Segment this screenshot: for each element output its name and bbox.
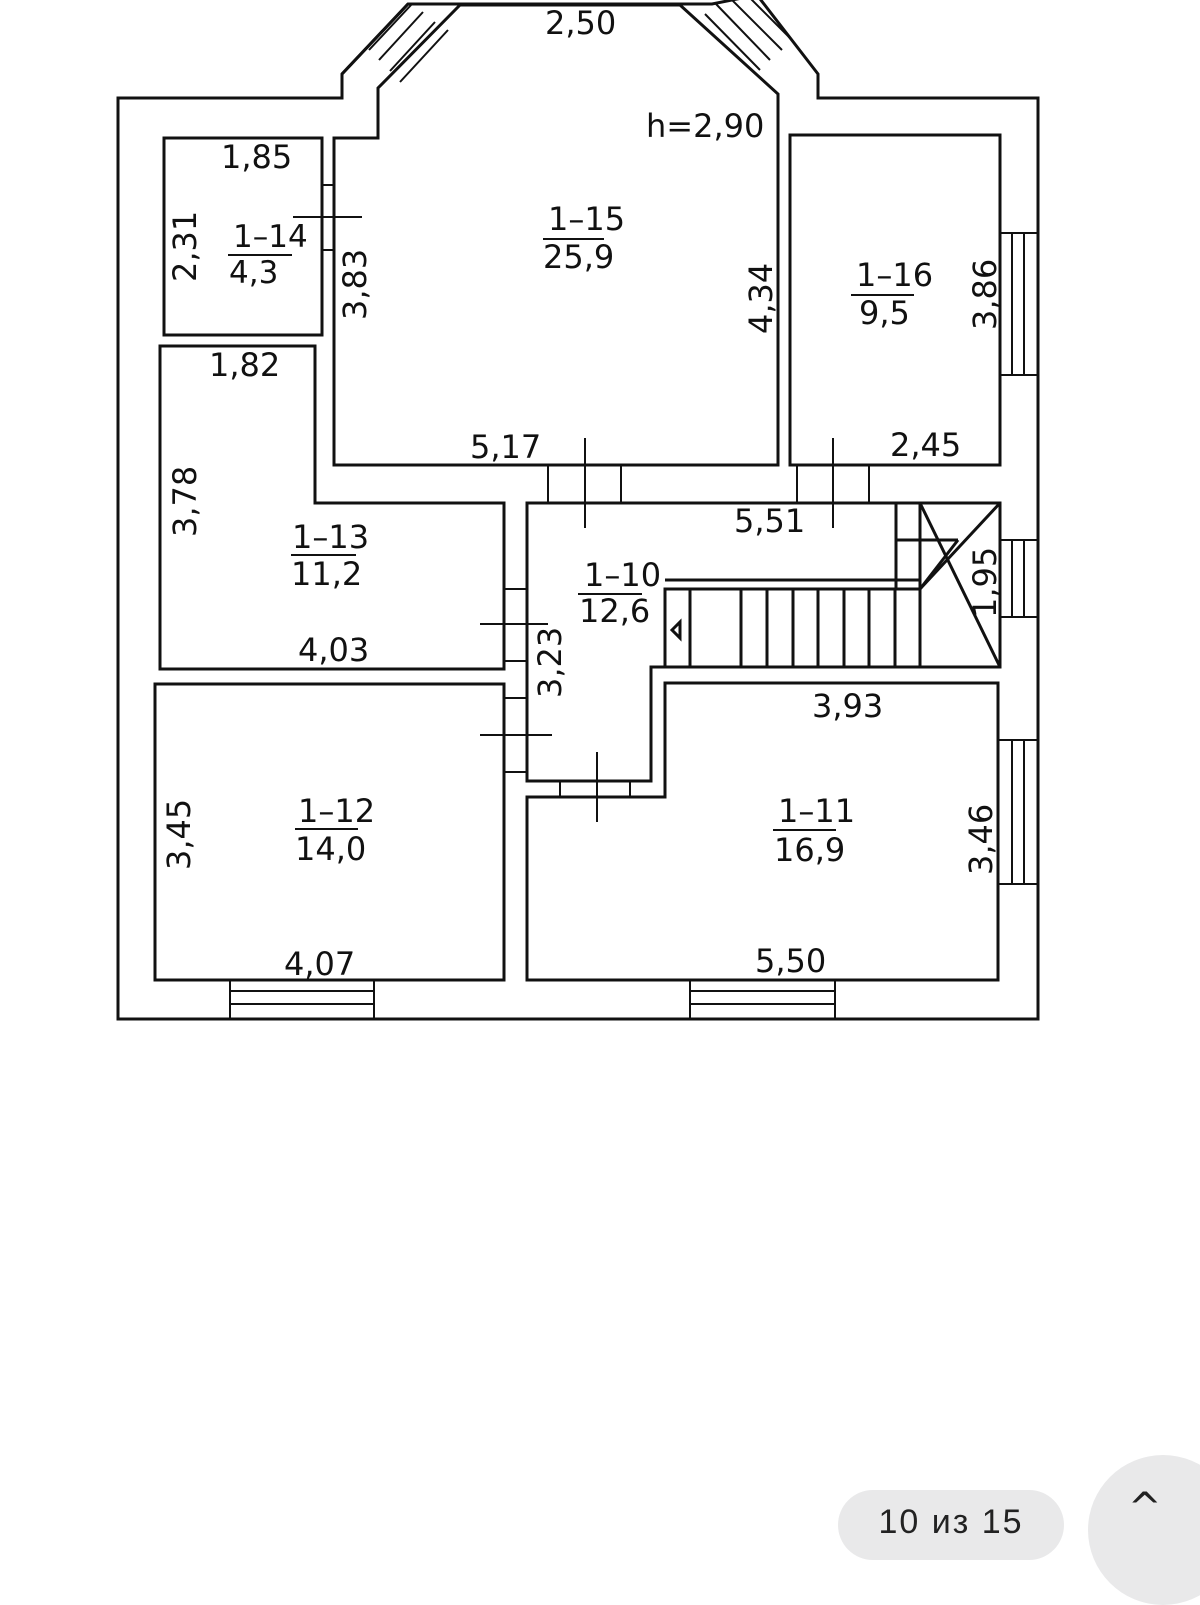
floor-plan: h=2,90 1–15 25,9 1–14 4,3 1–16 9,5 1–13 … [116, 0, 1040, 1021]
dim-top-bay: 2,50 [545, 4, 616, 42]
room-1-11-outline [525, 681, 1000, 982]
dim-r10-left: 3,23 [531, 627, 569, 698]
room-1-14-area: 4,3 [229, 255, 278, 291]
room-1-16-outline [788, 133, 1002, 467]
dim-r15-right: 4,34 [742, 263, 780, 334]
room-1-12-outline [153, 682, 506, 982]
ceiling-height: h=2,90 [646, 107, 764, 145]
dim-r13-left: 3,78 [166, 466, 204, 537]
dim-r12-left: 3,45 [160, 799, 198, 870]
dim-r10-top: 5,51 [734, 502, 805, 540]
room-1-12-id: 1–12 [298, 792, 375, 830]
room-1-12-area: 14,0 [295, 830, 366, 868]
door-marks [293, 184, 870, 822]
windows [229, 0, 1038, 1019]
room-1-16-area: 9,5 [859, 294, 910, 332]
dim-r12-bottom: 4,07 [284, 945, 355, 983]
room-1-14-outline [162, 136, 324, 337]
dim-r11-bottom: 5,50 [755, 942, 826, 980]
dim-r11-right: 3,46 [962, 804, 1000, 875]
chevron-up-icon: ^ [1128, 1485, 1162, 1531]
image-counter: 10 из 15 [838, 1490, 1064, 1560]
room-1-11-area: 16,9 [774, 831, 845, 869]
room-1-15-outline [332, 3, 780, 467]
room-1-13-outline [158, 344, 506, 671]
dim-r15-bottom: 5,17 [470, 428, 541, 466]
dim-r11-top: 3,93 [812, 687, 883, 725]
room-1-10-outline [525, 501, 1002, 783]
dim-stair-side: 1,95 [966, 547, 1004, 618]
room-1-13-area: 11,2 [291, 555, 362, 593]
room-1-10-area: 12,6 [579, 592, 650, 630]
room-1-14-id: 1–14 [233, 219, 308, 255]
dim-r16-right: 3,86 [966, 259, 1004, 330]
room-1-15-id: 1–15 [548, 200, 625, 238]
staircase [663, 501, 1002, 669]
dim-r13-top: 1,82 [209, 346, 280, 384]
dim-r14-height: 2,31 [166, 211, 204, 282]
room-1-11-id: 1–11 [778, 792, 855, 830]
room-1-13-id: 1–13 [292, 518, 369, 556]
dim-r15-left: 3,83 [336, 249, 374, 320]
room-1-10-id: 1–10 [584, 556, 661, 594]
dim-r13-bottom: 4,03 [298, 631, 369, 669]
room-1-16-id: 1–16 [856, 256, 933, 294]
area-fraction-bars [228, 238, 914, 831]
room-1-15-area: 25,9 [543, 238, 614, 276]
dim-r14-width: 1,85 [221, 138, 292, 176]
dim-r16-bottom: 2,45 [890, 426, 961, 464]
